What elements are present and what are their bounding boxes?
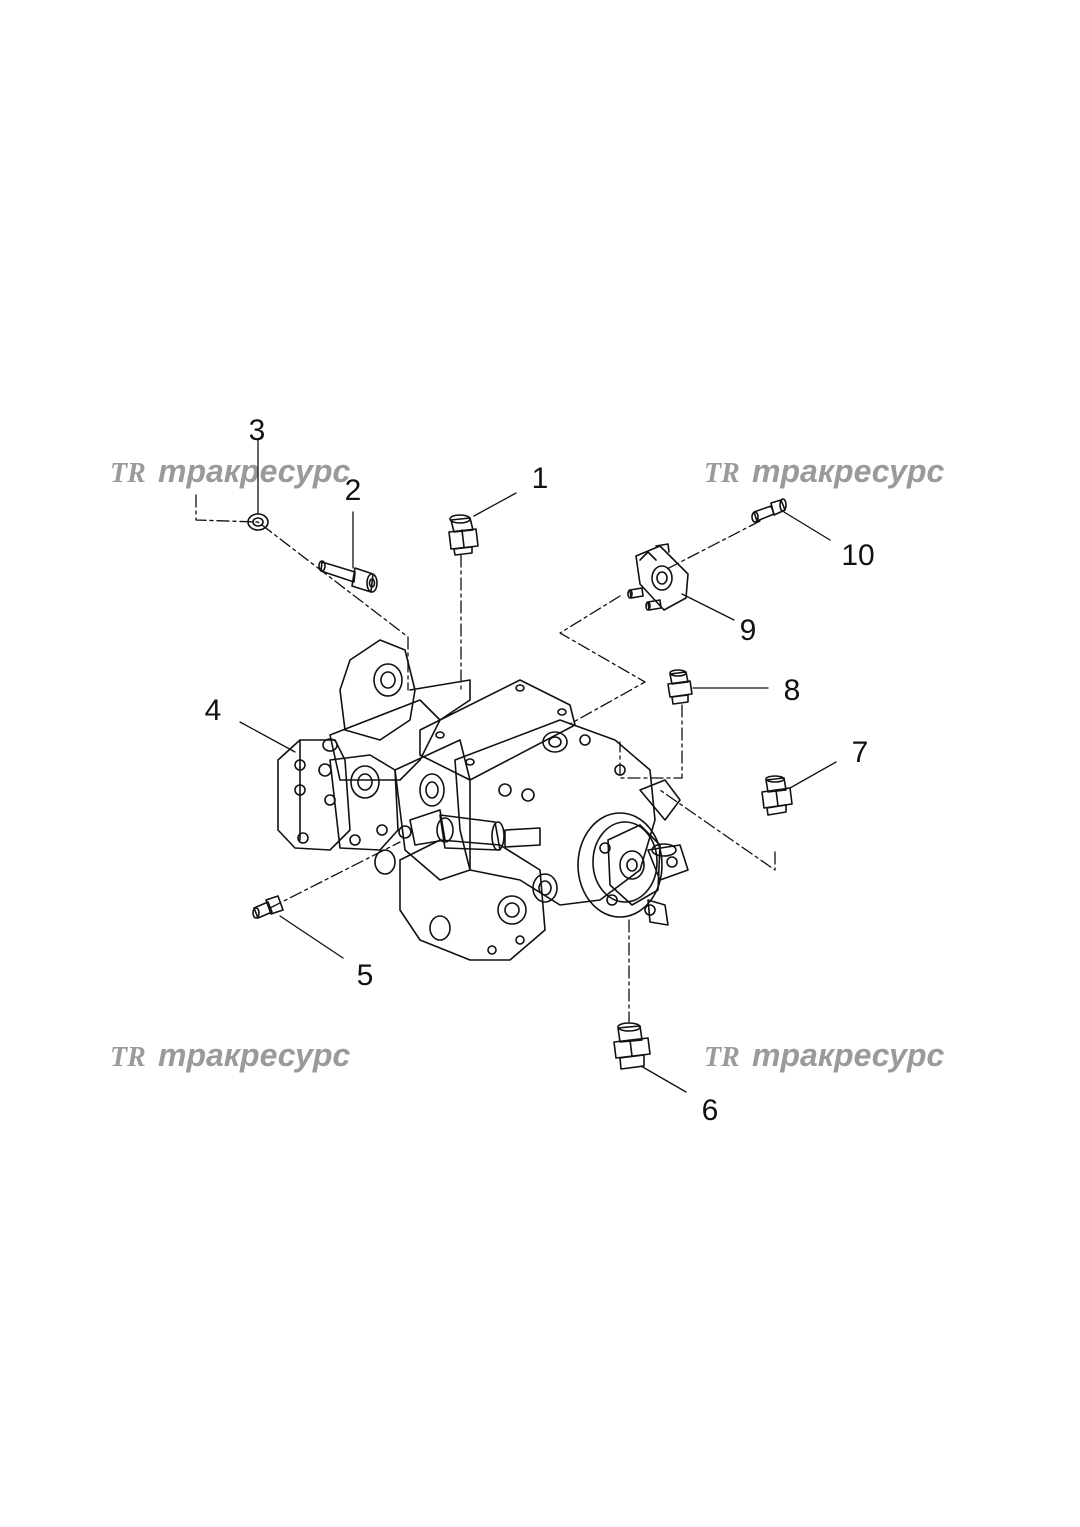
plug-part-1 [448,514,479,556]
fitting-part-7 [761,775,793,816]
callout-3: 3 [249,414,266,447]
watermark-top-left: TR тракресурс [110,453,350,489]
callout-10: 10 [841,539,874,572]
watermark-text: тракресурс [158,453,350,489]
plug-part-5 [252,895,284,919]
callout-1: 1 [532,462,549,495]
watermark-logo: TR [704,458,740,489]
watermark-logo: TR [110,1042,146,1073]
callout-2: 2 [345,474,362,507]
fitting-part-8 [667,669,693,705]
adapter-part-6 [613,1022,651,1070]
callout-6: 6 [702,1094,719,1127]
watermark-logo: TR [110,458,146,489]
callout-labels: 1 2 3 4 5 6 7 8 9 10 [205,414,875,1127]
callout-5: 5 [357,959,374,992]
flange-part-9 [627,543,689,611]
callout-7: 7 [852,736,869,769]
watermark-bottom-left: TR тракресурс [110,1037,350,1073]
watermark-bottom-right: TR тракресурс [704,1037,944,1073]
callout-4: 4 [205,694,222,727]
watermark-text: тракресурс [752,1037,944,1073]
pump-assembly-part-4 [277,639,689,961]
callout-9: 9 [740,614,757,647]
screw-part-2 [318,560,378,593]
leader-lines [239,439,837,1093]
callout-8: 8 [784,674,801,707]
watermark-logo: TR [704,1042,740,1073]
screw-part-10 [751,498,787,523]
washer-part-3 [247,513,269,531]
watermark-text: тракресурс [752,453,944,489]
watermark-top-right: TR тракресурс [704,453,944,489]
watermark-text: тракресурс [158,1037,350,1073]
